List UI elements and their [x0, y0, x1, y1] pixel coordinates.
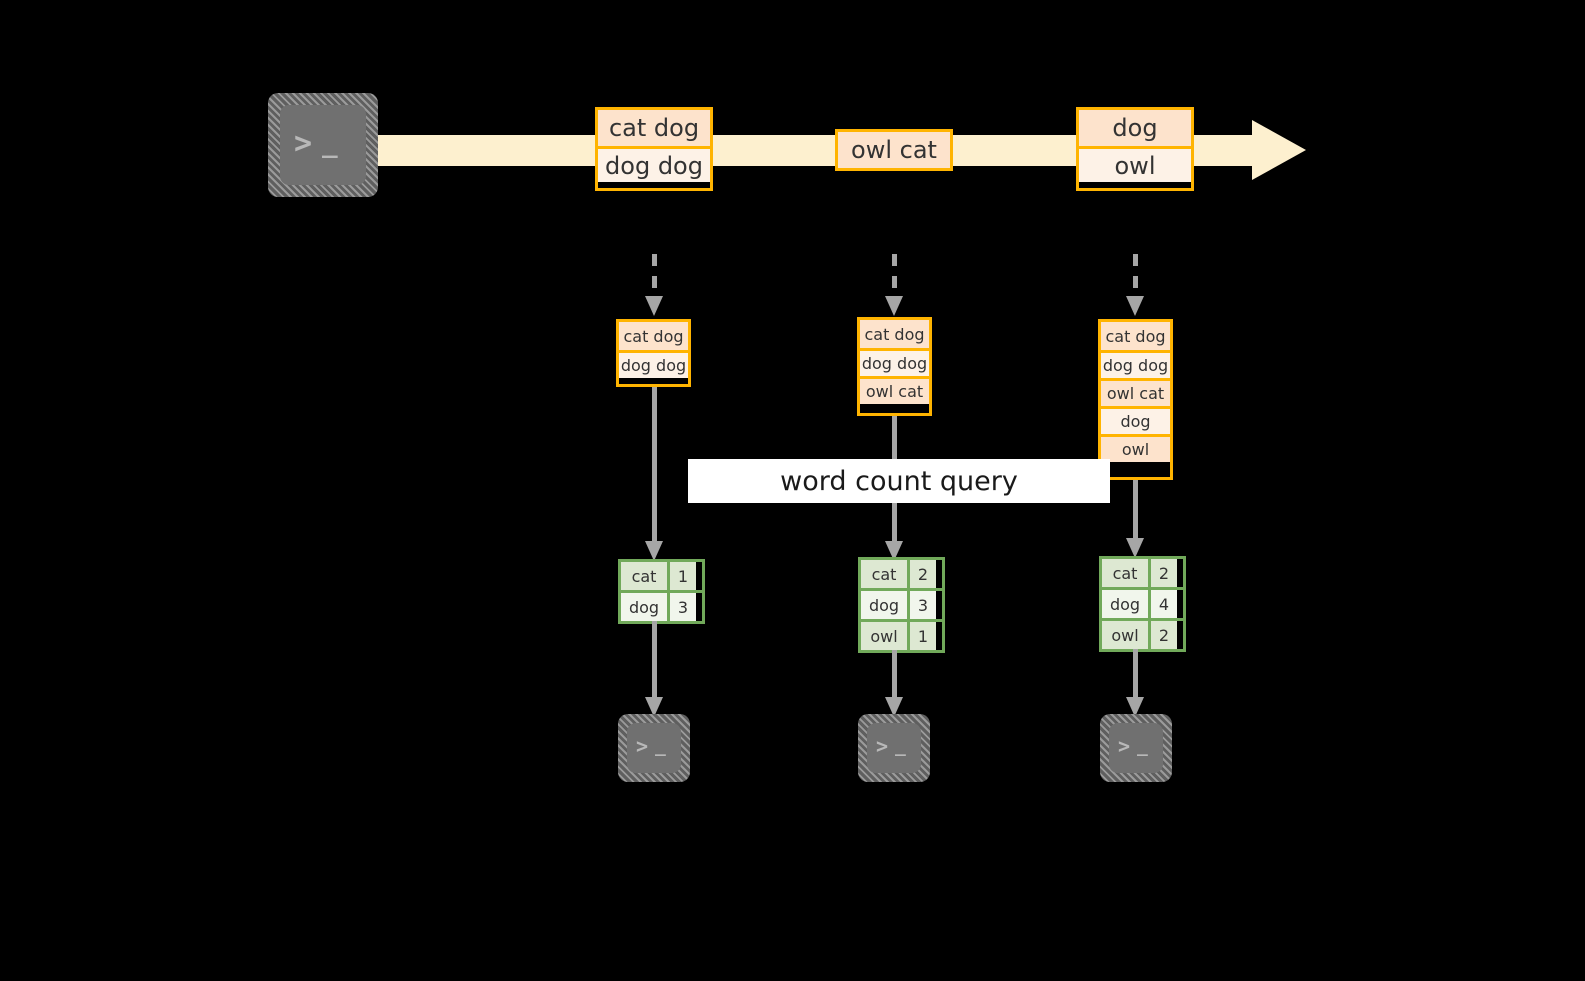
table-row: dog 4	[1102, 587, 1183, 618]
snapshot-record: cat dog	[619, 322, 688, 350]
stream-record: owl cat	[838, 132, 950, 168]
table-row: cat 1	[621, 562, 702, 590]
snapshot-record: dog dog	[1101, 350, 1170, 378]
table-cell-count: 3	[907, 591, 936, 619]
table-cell-count: 4	[1148, 590, 1177, 618]
terminal-body	[627, 723, 681, 773]
terminal-prompt-glyph: >	[636, 734, 649, 758]
terminal-cursor-glyph: _	[895, 736, 907, 757]
table-row: dog 3	[861, 588, 942, 619]
table-row: cat 2	[1102, 559, 1183, 587]
stream-record: dog	[1079, 110, 1191, 146]
snapshot-input-column-1: cat dog dog dog	[616, 319, 691, 387]
stream-arrowhead-icon	[1252, 120, 1306, 180]
terminal-cursor-glyph: _	[322, 129, 339, 159]
terminal-body	[280, 105, 366, 185]
snapshot-record: owl cat	[1101, 378, 1170, 406]
table-cell-key: dog	[861, 591, 907, 619]
query-label: word count query	[688, 459, 1110, 503]
terminal-body	[1109, 723, 1163, 773]
terminal-cursor-glyph: _	[1137, 736, 1149, 757]
terminal-prompt-glyph: >	[876, 734, 889, 758]
snapshot-input-column-3: cat dog dog dog owl cat dog owl	[1098, 319, 1173, 480]
stream-record: dog dog	[598, 146, 710, 182]
snapshot-record: dog dog	[860, 348, 929, 376]
sink-terminal-icon-column-2[interactable]: > _	[858, 714, 930, 782]
table-cell-count: 2	[907, 560, 936, 588]
table-row: cat 2	[861, 560, 942, 588]
table-cell-key: dog	[1102, 590, 1148, 618]
snapshot-record: dog dog	[619, 350, 688, 378]
snapshot-record: owl cat	[860, 376, 929, 404]
snapshot-input-column-2: cat dog dog dog owl cat	[857, 317, 932, 416]
snapshot-record: dog	[1101, 406, 1170, 434]
result-table-column-3: cat 2 dog 4 owl 2	[1099, 556, 1186, 652]
stream-record-group-2: owl cat	[835, 129, 953, 171]
sink-terminal-icon-column-1[interactable]: > _	[618, 714, 690, 782]
result-table-column-2: cat 2 dog 3 owl 1	[858, 557, 945, 653]
table-cell-key: owl	[1102, 621, 1148, 649]
snapshot-record: owl	[1101, 434, 1170, 462]
terminal-prompt-glyph: >	[1118, 734, 1131, 758]
result-table-column-1: cat 1 dog 3	[618, 559, 705, 624]
terminal-cursor-glyph: _	[655, 736, 667, 757]
table-cell-key: cat	[621, 562, 667, 590]
table-cell-count: 2	[1148, 621, 1177, 649]
snapshot-record: cat dog	[1101, 322, 1170, 350]
source-terminal-icon[interactable]: > _	[268, 93, 378, 197]
table-cell-key: owl	[861, 622, 907, 650]
table-cell-key: cat	[1102, 559, 1148, 587]
stream-record-group-3: dog owl	[1076, 107, 1194, 191]
sink-terminal-icon-column-3[interactable]: > _	[1100, 714, 1172, 782]
stream-record-group-1: cat dog dog dog	[595, 107, 713, 191]
table-row: owl 1	[861, 619, 942, 650]
stream-record: owl	[1079, 146, 1191, 182]
terminal-prompt-glyph: >	[294, 126, 313, 161]
table-cell-count: 2	[1148, 559, 1177, 587]
table-cell-count: 3	[667, 593, 696, 621]
table-cell-key: cat	[861, 560, 907, 588]
table-row: dog 3	[621, 590, 702, 621]
table-row: owl 2	[1102, 618, 1183, 649]
stream-record: cat dog	[598, 110, 710, 146]
table-cell-count: 1	[667, 562, 696, 590]
snapshot-record: cat dog	[860, 320, 929, 348]
table-cell-count: 1	[907, 622, 936, 650]
table-cell-key: dog	[621, 593, 667, 621]
terminal-body	[867, 723, 921, 773]
